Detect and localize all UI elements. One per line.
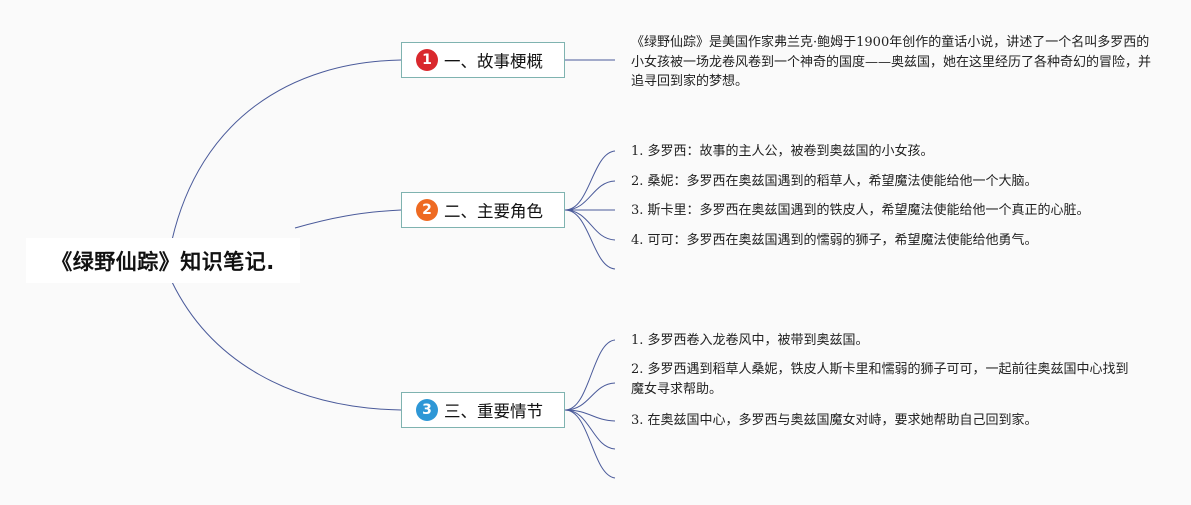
connector-root-branch-2: [294, 209, 402, 229]
branch-label: 三、重要情节: [444, 402, 543, 421]
branch-main-characters[interactable]: 2 二、主要角色: [401, 192, 565, 228]
connector-branch-3-empty-1: [564, 409, 616, 450]
character-item: 3. 斯卡里：多罗西在奥兹国遇到的铁皮人，希望魔法使能给他一个真正的心脏。: [631, 203, 1090, 218]
connector-root-branch-3: [171, 281, 402, 411]
root-topic[interactable]: 《绿野仙踪》知识笔记.: [26, 238, 300, 283]
connector-branch-2-empty: [564, 209, 616, 270]
connector-branch-2-leaf-1: [564, 150, 616, 211]
number-badge: 2: [416, 199, 438, 221]
connector-branch-3-leaf-2: [564, 382, 616, 411]
summary-text: 《绿野仙踪》是美国作家弗兰克·鲍姆于1900年创作的童话小说，讲述了一个名叫多罗…: [631, 35, 1152, 89]
number-badge: 1: [416, 49, 438, 71]
character-item: 1. 多罗西：故事的主人公，被卷到奥兹国的小女孩。: [631, 144, 934, 159]
branch-label: 二、主要角色: [444, 202, 543, 221]
connector-branch-3-empty-2: [564, 409, 616, 479]
character-item: 2. 桑妮：多罗西在奥兹国遇到的稻草人，希望魔法使能给他一个大脑。: [631, 174, 1038, 189]
connector-branch-2-leaf-4: [564, 209, 616, 241]
branch-label: 一、故事梗概: [444, 52, 543, 71]
plot-item: 2. 多罗西遇到稻草人桑妮，铁皮人斯卡里和懦弱的狮子可可，一起前往奥兹国中心找到…: [631, 362, 1129, 397]
branch-key-plot[interactable]: 3 三、重要情节: [401, 392, 565, 428]
plot-item: 3. 在奥兹国中心，多罗西与奥兹国魔女对峙，要求她帮助自己回到家。: [631, 413, 1038, 428]
connector-root-branch-1: [171, 59, 402, 241]
plot-item: 1. 多罗西卷入龙卷风中，被带到奥兹国。: [631, 333, 869, 348]
number-badge: 3: [416, 399, 438, 421]
connector-branch-2-leaf-2: [564, 180, 616, 211]
branch-story-summary[interactable]: 1 一、故事梗概: [401, 42, 565, 78]
root-topic-title: 《绿野仙踪》知识笔记.: [51, 249, 275, 274]
character-item: 4. 可可：多罗西在奥兹国遇到的懦弱的狮子，希望魔法使能给他勇气。: [631, 233, 1038, 248]
connector-branch-3-leaf-1: [564, 339, 616, 411]
